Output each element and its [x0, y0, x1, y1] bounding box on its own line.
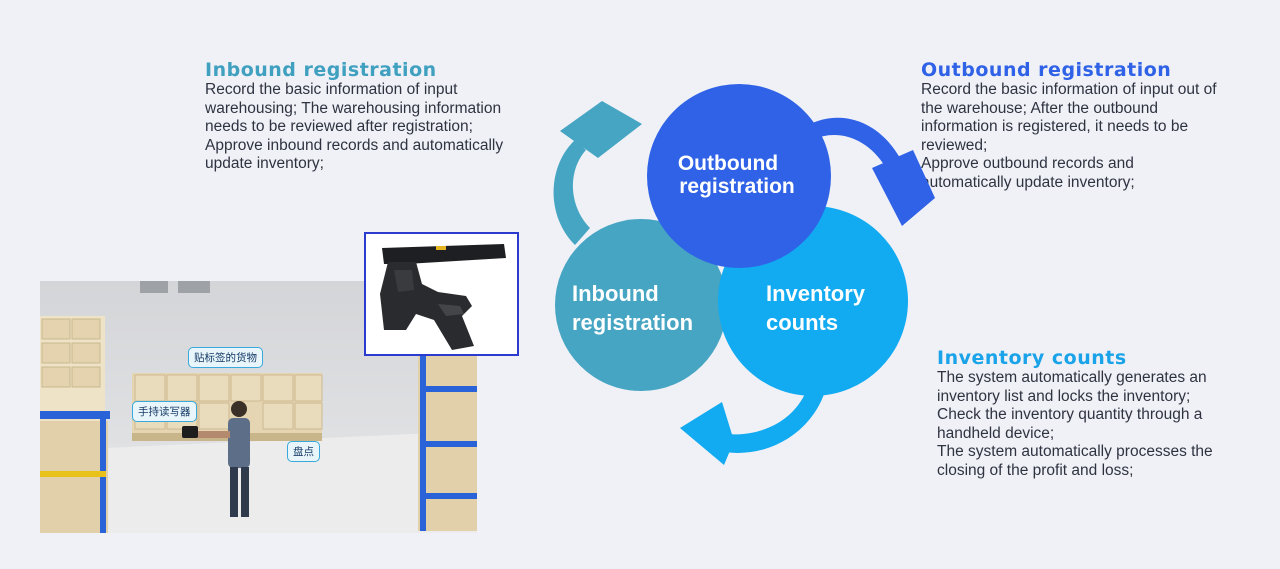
inbound-circle — [555, 219, 727, 391]
inventory-paragraph-1: The system automatically generates an in… — [937, 369, 1207, 405]
tag-labeled-goods: 贴标签的货物 — [188, 347, 263, 368]
inbound-circle-label-line2: registration — [572, 310, 693, 335]
outbound-circle-label-line2: registration — [679, 175, 795, 198]
inventory-circle-label-line1: Inventory — [766, 281, 866, 306]
arrow-outbound-to-inventory — [806, 117, 935, 226]
outbound-circle-label-line1: Outbound — [678, 152, 778, 175]
inventory-paragraph-3: The system automatically processes the c… — [937, 443, 1213, 479]
inbound-paragraph-2: Approve inbound records and automaticall… — [205, 136, 504, 173]
arrow-inventory-to-inbound — [680, 380, 828, 465]
handheld-scanner-icon — [366, 234, 517, 354]
inventory-heading: Inventory counts — [937, 347, 1127, 369]
handheld-device-photo — [364, 232, 519, 356]
cycle-diagram: Outbound registration Inbound registrati… — [553, 84, 935, 465]
outbound-heading: Outbound registration — [921, 59, 1172, 81]
inbound-heading: Inbound registration — [205, 59, 437, 81]
inventory-paragraph-2: Check the inventory quantity through a h… — [937, 406, 1203, 442]
tag-inventory-check: 盘点 — [287, 441, 320, 462]
inbound-paragraph-1: Record the basic information of input wa… — [205, 81, 502, 135]
inbound-circle-label-line1: Inbound — [572, 281, 659, 306]
outbound-paragraph-2: Approve outbound records and automatical… — [921, 155, 1135, 191]
tag-handheld-reader: 手持读写器 — [132, 401, 197, 422]
outbound-circle — [647, 84, 831, 268]
outbound-description: Outbound registration Record the basic i… — [921, 59, 1221, 192]
outbound-paragraph-1: Record the basic information of input ou… — [921, 81, 1217, 154]
inbound-description: Inbound registration Record the basic in… — [205, 59, 525, 174]
inventory-description: Inventory counts The system automaticall… — [937, 347, 1237, 480]
inventory-circle-label-line2: counts — [766, 310, 838, 335]
arrow-inbound-to-outbound — [553, 101, 642, 245]
